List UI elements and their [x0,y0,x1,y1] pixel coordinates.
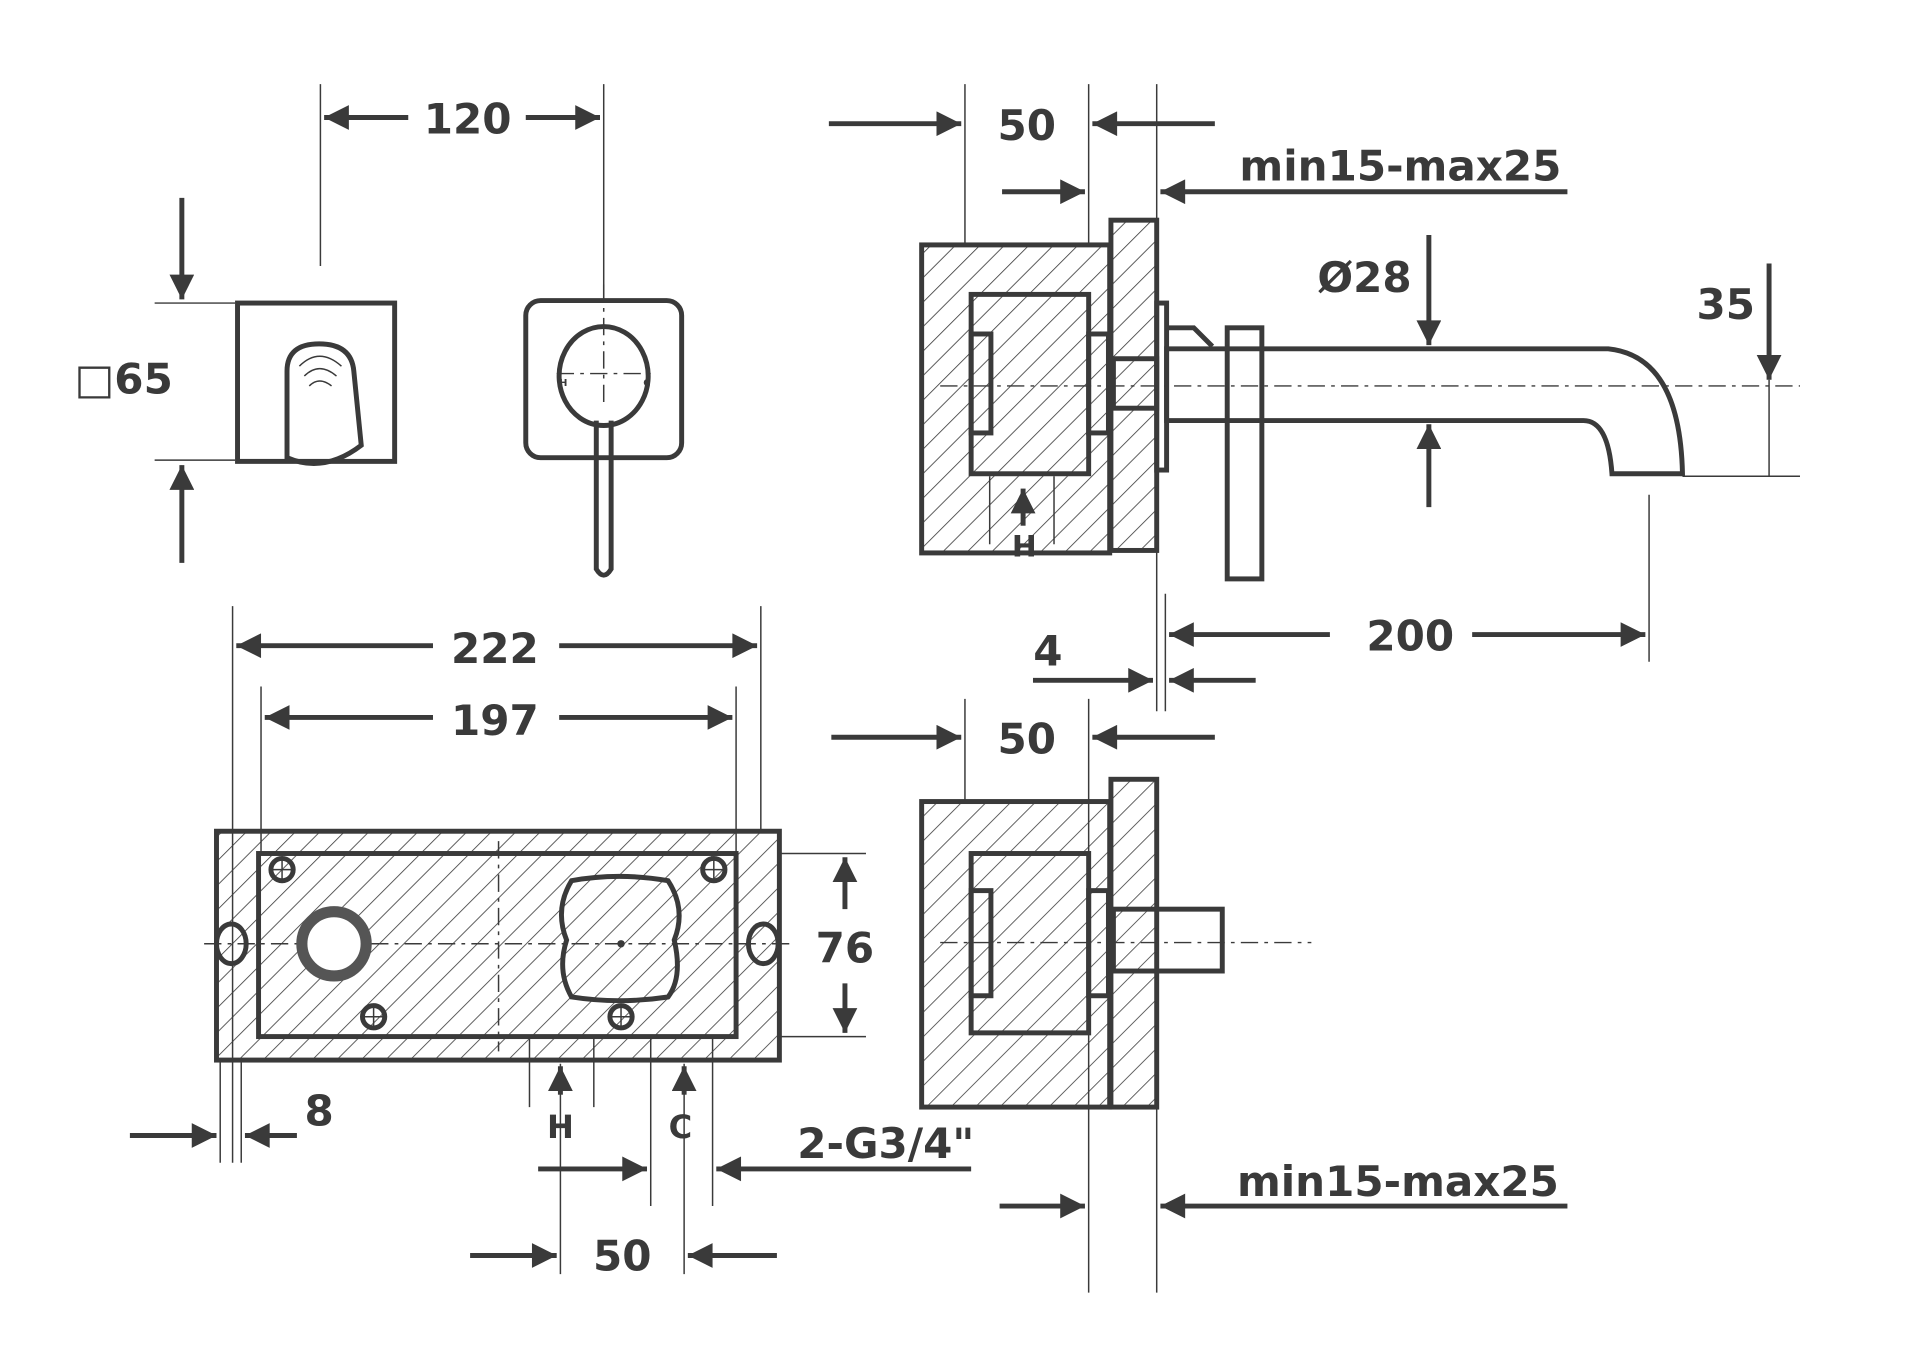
dim-spout-height: 35 [1697,280,1756,329]
dim-wall-depth-top: 50 [998,101,1057,150]
dim-wall-depth-bottom: 50 [998,714,1057,763]
dim-spout-length: 200 [1366,612,1454,661]
dim-box-outer-width: 222 [451,624,539,673]
box-side-view: 50 min15-max25 [831,698,1568,1293]
dim-wall-range-bottom: min15-max25 [1237,1157,1559,1206]
hot-inlet-label: H [547,1108,574,1146]
dim-box-inner-width: 197 [451,696,539,745]
hot-label-side: H [1012,529,1037,564]
plate-cold-mark: C [643,378,650,389]
dim-wall-range-top: min15-max25 [1239,142,1561,191]
side-view-spout: 50 min15-max25 H Ø28 35 200 4 [828,84,1800,712]
dim-spout-diameter: Ø28 [1317,253,1411,302]
dim-inlet-spacing: 50 [593,1231,652,1280]
front-view-plates: 120 □65 H C [75,84,685,578]
box-front-view: 222 197 76 8 H C 2-G3/4" 50 [129,606,974,1280]
dim-handle-spacing: 120 [424,95,512,144]
dim-box-height: 76 [816,923,875,972]
cold-inlet-label: C [669,1108,693,1146]
plate-hot-mark: H [559,378,567,389]
dim-plate-size: □65 [75,354,173,403]
dim-gap: 4 [1033,626,1062,675]
dim-box-wall: 8 [305,1087,334,1136]
dim-inlet-thread: 2-G3/4" [797,1119,974,1168]
